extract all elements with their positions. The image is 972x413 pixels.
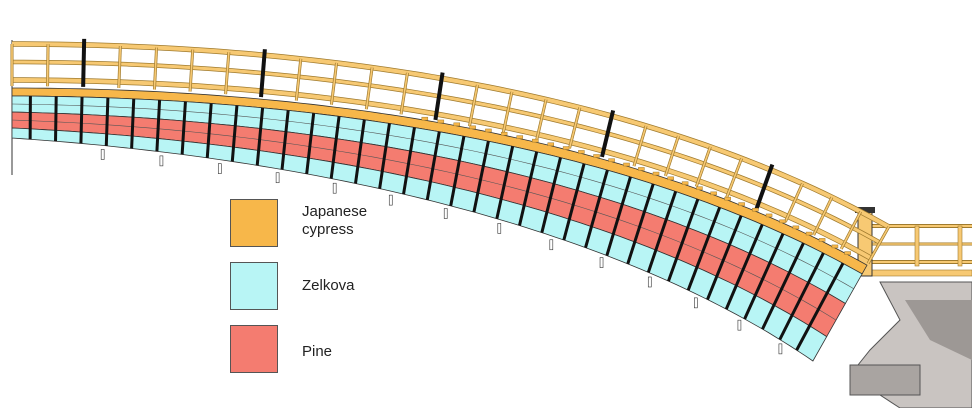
rib-post [56,96,57,141]
legend-swatch-zelkova [230,262,278,310]
tag-marker [160,156,163,166]
abutment-base [850,365,920,395]
deck-step [578,150,584,153]
legend-label-japanese-cypress: Japanese cypress [302,203,367,239]
deck-step [832,245,838,248]
railing-main-post [83,39,84,87]
deck-step [806,232,812,235]
deck-step [454,123,460,126]
legend-item-japanese-cypress: Japanese cypress [230,199,530,249]
deck-step [711,192,717,195]
deck-step [594,155,600,158]
deck-step [548,143,554,146]
tag-marker [218,164,221,174]
rib-post [81,97,82,143]
tag-marker [276,173,279,183]
deck-step [653,172,659,175]
legend-item-zelkova: Zelkova [230,262,530,312]
legend-swatch-pine [230,325,278,373]
deck-step [638,167,644,170]
deck-step [624,163,630,166]
deck-step [752,208,758,211]
legend-label-pine: Pine [302,343,332,361]
deck-step [609,159,615,162]
tag-marker [333,183,336,193]
tag-marker [694,298,697,308]
tag-marker [738,320,741,330]
deck-step [517,136,523,139]
deck-step [766,214,772,217]
deck-step [470,126,476,129]
tag-marker [600,258,603,268]
rib-post [132,99,134,149]
legend-item-pine: Pine [230,325,530,375]
deck-step [793,226,799,229]
deck-step [532,139,538,142]
deck-step [438,120,444,123]
legend-swatch-japanese-cypress [230,199,278,247]
tag-marker [779,344,782,354]
deck-step [682,182,688,185]
deck-step [422,117,428,120]
deck-step [739,203,745,206]
tag-marker [648,277,651,287]
legend-label-zelkova: Zelkova [302,277,355,295]
deck-step [845,252,851,255]
railing-baluster-fill [48,44,49,86]
deck-step [725,197,731,200]
deck-step [563,147,569,150]
deck-step [696,187,702,190]
deck-step [668,177,674,180]
deck-step [501,132,507,135]
rib-post [106,98,108,146]
deck-step [485,129,491,132]
tag-marker [101,149,104,159]
deck-step [819,238,825,241]
deck-step [780,220,786,223]
tag-marker [550,240,553,250]
